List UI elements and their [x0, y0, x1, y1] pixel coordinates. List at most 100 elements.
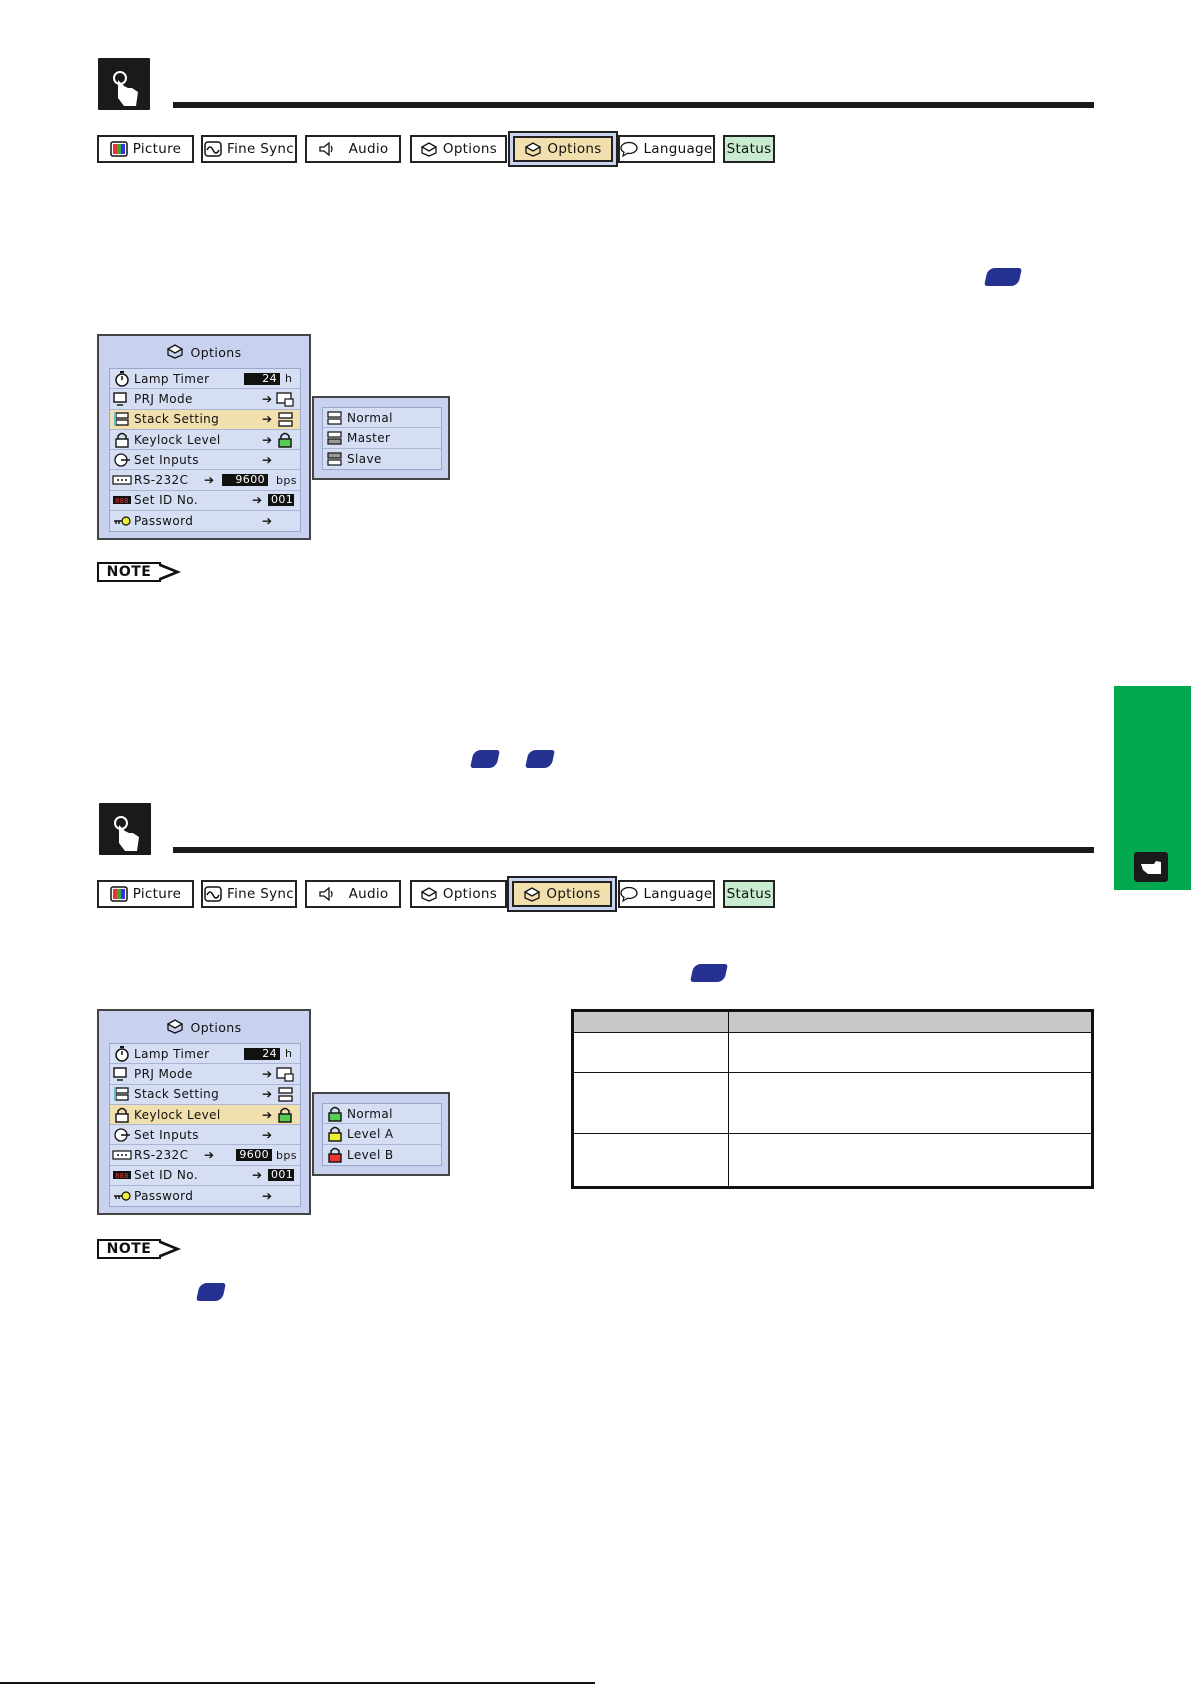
note-label-2: NOTE: [97, 1239, 187, 1259]
stack-option-normal[interactable]: Normal: [323, 408, 441, 429]
menu-row-stack-setting[interactable]: Stack Setting ➔: [110, 1085, 300, 1105]
menu-row-lamp-timer[interactable]: Lamp Timer 24 h: [110, 1044, 300, 1065]
menu-row-prj-mode[interactable]: PRJ Mode ➔: [110, 389, 300, 410]
page-ref-badge: [470, 750, 500, 768]
right-arrow-icon: ➔: [204, 473, 215, 488]
stack-setting-submenu: Normal Master Slave: [312, 396, 450, 480]
menu-row-stack-setting[interactable]: Stack Setting ➔: [110, 409, 300, 430]
tab-picture-label: Picture: [132, 141, 182, 157]
menu-row-rs232c[interactable]: RS-232C ➔ 9600 bps: [110, 470, 300, 491]
rs232c-value: 9600: [236, 1149, 272, 1162]
menu-row-label: Stack Setting: [134, 1087, 220, 1102]
tab-audio-label: Audio: [348, 886, 389, 902]
tab-status[interactable]: Status: [723, 135, 775, 163]
menu-row-keylock-level[interactable]: Keylock Level ➔: [110, 1104, 300, 1126]
set-id-value: 001: [268, 494, 294, 507]
tab-language-label: Language: [643, 141, 713, 157]
menu-row-label: Set ID No.: [134, 493, 199, 508]
tab-options-2-active[interactable]: Options: [508, 131, 618, 167]
set-id-value: 001: [268, 1169, 294, 1182]
menu-row-set-id[interactable]: 888 Set ID No. ➔ 001: [110, 491, 300, 512]
stack-option-slave[interactable]: Slave: [323, 449, 441, 469]
menu-row-label: Set Inputs: [134, 452, 199, 467]
tab-status-label: Status: [726, 141, 772, 157]
tab-language[interactable]: Language: [618, 880, 715, 908]
picture-icon: [109, 886, 128, 902]
screen-icon: [276, 1067, 294, 1085]
options-menu-stack: Options Lamp Timer 24 h PRJ Mode ➔ Stack…: [97, 334, 311, 540]
table-row: [572, 1032, 1093, 1073]
tab-audio[interactable]: Audio: [305, 880, 401, 908]
stack-master-icon: [323, 431, 347, 445]
picture-icon: [109, 141, 128, 157]
padlock-green-icon: [278, 432, 292, 451]
menu-row-set-inputs[interactable]: Set Inputs ➔: [110, 1125, 300, 1146]
tab-options-2-active[interactable]: Options: [507, 876, 617, 912]
stack-slave-icon: [323, 452, 347, 466]
menu-row-set-id[interactable]: 888 Set ID No. ➔ 001: [110, 1166, 300, 1187]
menu-row-label: PRJ Mode: [134, 391, 193, 406]
right-arrow-icon: ➔: [252, 1168, 263, 1183]
tab-status[interactable]: Status: [723, 880, 775, 908]
tab-status-label: Status: [726, 886, 772, 902]
right-arrow-icon: ➔: [262, 452, 273, 467]
table-cell: [728, 1133, 1093, 1188]
table-row: [572, 1133, 1093, 1188]
rs232c-unit: bps: [276, 473, 297, 487]
keylock-submenu-rows: Normal Level A Level B: [322, 1103, 442, 1166]
menu-row-set-inputs[interactable]: Set Inputs ➔: [110, 450, 300, 471]
tab-language[interactable]: Language: [618, 135, 715, 163]
tab-fine-sync[interactable]: Fine Sync: [201, 135, 297, 163]
table-cell: [572, 1072, 729, 1134]
menu-row-prj-mode[interactable]: PRJ Mode ➔: [110, 1064, 300, 1085]
note-arrow-inner: [159, 1243, 174, 1255]
key-icon: [110, 515, 134, 527]
padlock-icon: [110, 432, 134, 448]
tab-options-1-label: Options: [442, 141, 498, 157]
right-arrow-icon: ➔: [262, 1107, 273, 1122]
tab-options-1[interactable]: Options: [410, 880, 507, 908]
speech-bubble-icon: [620, 886, 639, 902]
input-plug-icon: [110, 452, 134, 468]
menu-row-label: Password: [134, 514, 194, 529]
footer-rule: [0, 1682, 595, 1684]
options-box-icon: [524, 141, 542, 157]
menu-row-lamp-timer[interactable]: Lamp Timer 24 h: [110, 369, 300, 390]
right-arrow-icon: ➔: [204, 1148, 215, 1163]
menu-row-password[interactable]: Password ➔: [110, 1186, 300, 1206]
tab-fine-sync[interactable]: Fine Sync: [201, 880, 297, 908]
serial-port-icon: [110, 475, 134, 485]
padlock-green-icon: [278, 1107, 292, 1126]
stack-icon: [278, 1086, 294, 1106]
note-text: NOTE: [97, 562, 161, 582]
keylock-option-normal[interactable]: Normal: [323, 1104, 441, 1125]
menu-row-label: RS-232C: [134, 1148, 189, 1163]
keylock-option-level-b[interactable]: Level B: [323, 1145, 441, 1165]
padlock-level-b-icon: [323, 1147, 347, 1163]
tab-language-label: Language: [643, 886, 713, 902]
options-menu-rows: Lamp Timer 24 h PRJ Mode ➔ Stack Setting…: [109, 368, 301, 533]
tab-audio[interactable]: Audio: [305, 135, 401, 163]
tab-picture[interactable]: Picture: [97, 880, 194, 908]
tab-fine-sync-label: Fine Sync: [227, 141, 294, 157]
page-ref-badge: [984, 268, 1022, 286]
submenu-label: Master: [347, 430, 391, 445]
input-plug-icon: [110, 1127, 134, 1143]
options-box-icon: [523, 886, 541, 902]
menu-row-rs232c[interactable]: RS-232C ➔ 9600 bps: [110, 1145, 300, 1166]
menu-row-label: Set Inputs: [134, 1127, 199, 1142]
stack-option-master[interactable]: Master: [323, 428, 441, 449]
keylock-option-level-a[interactable]: Level A: [323, 1124, 441, 1145]
menu-row-keylock-level[interactable]: Keylock Level ➔: [110, 430, 300, 451]
menu-row-password[interactable]: Password ➔: [110, 511, 300, 531]
table-header-row: [572, 1010, 1093, 1033]
right-arrow-icon: ➔: [262, 1066, 273, 1081]
speaker-icon: [318, 886, 336, 902]
key-icon: [110, 1190, 134, 1202]
fine-sync-icon: [204, 141, 222, 157]
options-menu-title: Options: [99, 336, 309, 368]
tab-options-2-inner: Options: [512, 881, 612, 907]
tab-options-1[interactable]: Options: [410, 135, 507, 163]
right-arrow-icon: ➔: [262, 1127, 273, 1142]
tab-picture[interactable]: Picture: [97, 135, 194, 163]
